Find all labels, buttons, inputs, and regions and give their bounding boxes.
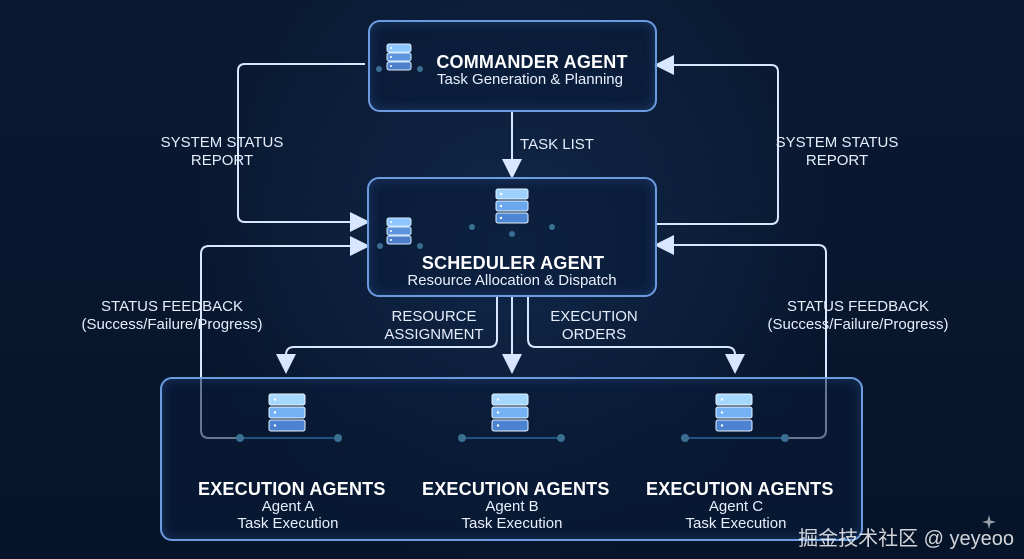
sparkle-icon [982,515,996,529]
status-feedback-left-label: STATUS FEEDBACK (Success/Failure/Progres… [81,298,263,333]
resource-assignment-label: RESOURCE ASSIGNMENT [384,308,484,343]
commander-agent-title: COMMANDER AGENT [436,52,628,72]
execution-agent-a-title: EXECUTION AGENTS [198,479,386,499]
scheduler-agent-subtitle: Resource Allocation & Dispatch [407,272,617,289]
execution-agent-c-task: Task Execution [685,515,787,532]
scheduler-agent-title: SCHEDULER AGENT [421,253,605,273]
execution-agent-b-title: EXECUTION AGENTS [422,479,610,499]
execution-server-a-icon [268,393,306,432]
watermark-text: 掘金技术社区 @ yeyeoo [798,528,1014,550]
execution-agent-a-name: Agent A [261,498,315,515]
execution-server-b-icon [491,393,529,432]
execution-server-c-icon [715,393,753,432]
task-list-label: TASK LIST [520,136,594,153]
commander-server-icon [386,43,412,71]
system-status-left-label: SYSTEM STATUS REPORT [160,134,284,169]
connector-system-status-right [654,55,779,225]
commander-agent-subtitle: Task Generation & Planning [437,71,623,88]
execution-agent-c-title: EXECUTION AGENTS [646,479,834,499]
connector-execution-orders [527,297,745,374]
system-status-right-label: SYSTEM STATUS REPORT [775,134,899,169]
execution-agent-a-task: Task Execution [237,515,339,532]
execution-agent-b-task: Task Execution [461,515,563,532]
scheduler-server-large-icon [495,188,529,224]
status-feedback-right-label: STATUS FEEDBACK (Success/Failure/Progres… [767,298,949,333]
connector-resource-assignment [276,297,498,374]
scheduler-server-small-icon [386,217,412,245]
commander-agent-box [368,20,657,112]
execution-agent-b-name: Agent B [485,498,539,515]
execution-agent-c-name: Agent C [708,498,764,515]
connector-system-status-left [237,63,370,232]
execution-orders-label: EXECUTION ORDERS [550,308,638,343]
